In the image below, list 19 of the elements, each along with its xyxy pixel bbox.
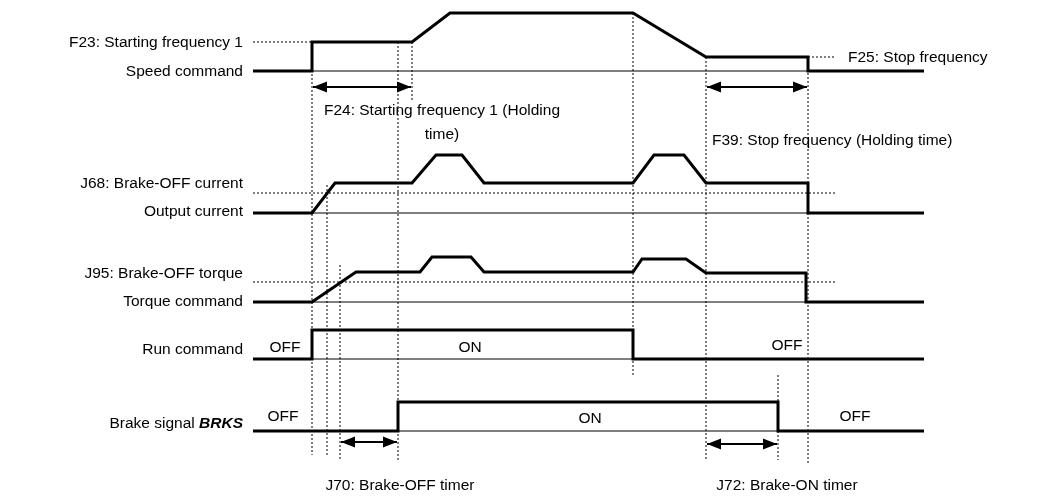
state-label: OFF bbox=[839, 407, 871, 425]
state-label: OFF bbox=[267, 407, 299, 425]
time-label: F39: Stop frequency (Holding time) bbox=[712, 131, 953, 149]
time-label: J72: Brake-ON timer bbox=[716, 476, 858, 494]
level-label: J68: Brake-OFF current bbox=[80, 174, 243, 192]
signal-name: Brake signal BRKS bbox=[109, 414, 243, 432]
state-label: OFF bbox=[771, 336, 803, 354]
level-label: J95: Brake-OFF torque bbox=[84, 264, 243, 282]
state-label: OFF bbox=[269, 338, 301, 356]
time-label: J70: Brake-OFF timer bbox=[325, 476, 475, 494]
time-label: F24: Starting frequency 1 (Holding time) bbox=[322, 100, 562, 144]
state-label: ON bbox=[458, 338, 482, 356]
state-label: ON bbox=[578, 409, 602, 427]
level-label: F23: Starting frequency 1 bbox=[68, 33, 243, 51]
signal-name: Speed command bbox=[125, 62, 243, 80]
level-label: F25: Stop frequency bbox=[848, 48, 988, 66]
signal-name: Torque command bbox=[123, 292, 243, 310]
signal-name: Run command bbox=[142, 340, 243, 358]
signal-name: Output current bbox=[143, 202, 243, 220]
